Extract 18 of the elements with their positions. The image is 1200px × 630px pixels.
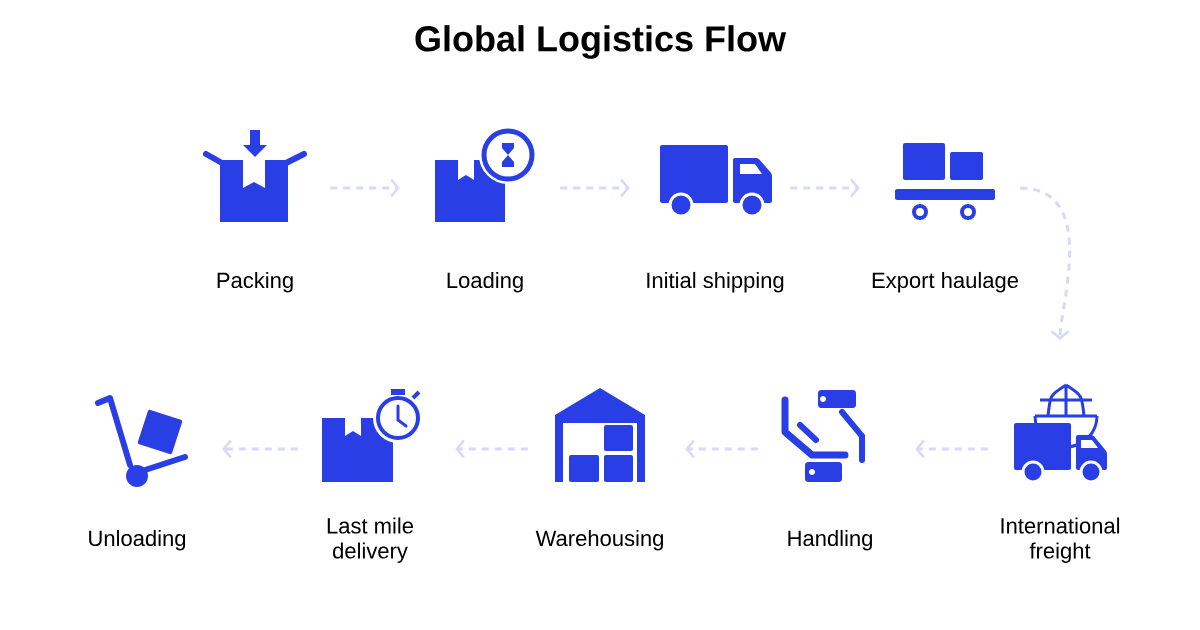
step-label: Last mile delivery — [327, 517, 413, 563]
arrow — [685, 439, 758, 459]
step-label: Unloading — [89, 529, 186, 551]
arrow — [790, 178, 860, 198]
step-label: Loading — [447, 271, 523, 293]
arrow — [330, 178, 400, 198]
step-label: Handling — [788, 529, 872, 551]
step-label: Packing — [217, 271, 293, 293]
step-label: Warehousing — [535, 529, 663, 551]
step-label: International freight — [1001, 517, 1120, 563]
arrow — [560, 178, 630, 198]
arrow — [455, 439, 528, 459]
arrow — [222, 439, 298, 459]
arrow — [1020, 186, 1072, 340]
step-label: Export haulage — [872, 271, 1018, 293]
arrow — [915, 439, 988, 459]
title: Global Logistics Flow — [415, 25, 787, 59]
step-label: Initial shipping — [647, 271, 784, 293]
